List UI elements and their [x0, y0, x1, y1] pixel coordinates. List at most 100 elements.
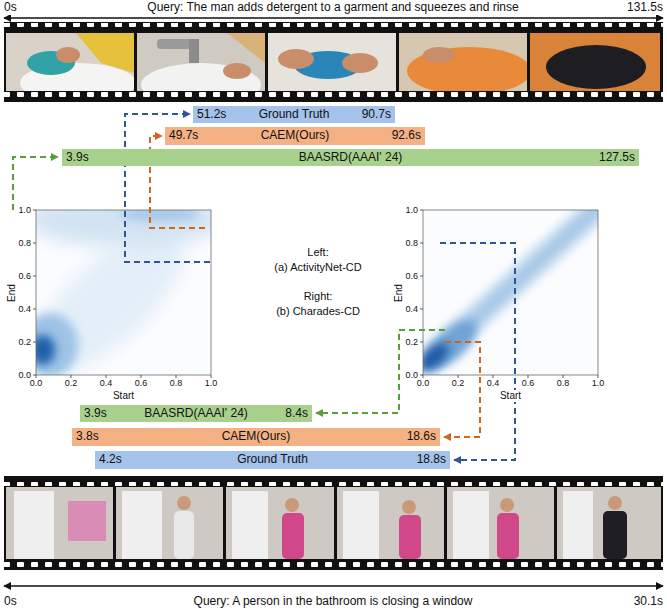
axis-ticks — [33, 210, 211, 378]
density-peak — [36, 335, 55, 365]
video-frame — [530, 33, 660, 91]
time-value: 90.7s — [362, 108, 391, 121]
time-axis — [4, 17, 663, 18]
frame-bg — [116, 487, 223, 559]
tick-label: 0.0 — [416, 378, 431, 388]
video-frame — [137, 33, 265, 107]
shelf — [68, 501, 106, 541]
tick-label: 1.0 — [204, 378, 219, 388]
result-bar: 49.7s CAEM(Ours) 92.6s — [165, 127, 425, 145]
tick-label: 0.4 — [404, 304, 419, 314]
time-value: 18.8s — [417, 453, 446, 466]
panel-caption: Right: — [303, 290, 334, 303]
density-heatmap — [423, 210, 598, 375]
video-frame — [6, 33, 136, 103]
sprocket-row — [4, 560, 663, 569]
video-frame — [337, 487, 444, 559]
time-value: 92.6s — [392, 129, 421, 142]
plot-frame — [36, 210, 211, 375]
door — [453, 491, 489, 559]
dashed-leader — [444, 342, 480, 437]
door — [14, 491, 54, 559]
tick-label: 0.2 — [17, 337, 32, 347]
method-name: BAASRD(AAAI' 24) — [293, 151, 409, 164]
garment — [546, 45, 646, 89]
towel — [407, 47, 531, 95]
plot-frame — [423, 210, 598, 375]
time-axis — [4, 585, 663, 586]
tick-label: 0.0 — [29, 378, 44, 388]
video-frame — [399, 33, 531, 95]
tick-label: 0.6 — [17, 271, 32, 281]
tick-label: 0.6 — [521, 378, 536, 388]
tick-label: 0.8 — [17, 238, 32, 248]
door — [232, 491, 268, 559]
time-label: 0s — [3, 1, 18, 15]
person-body — [603, 511, 627, 559]
method-name: Ground Truth — [231, 453, 314, 466]
query-text: Query: A person in the bathroom is closi… — [193, 595, 474, 609]
person-head — [177, 496, 191, 510]
frame-bg — [6, 487, 113, 559]
hand — [223, 63, 251, 79]
person-head — [500, 498, 514, 512]
sprocket-row — [4, 477, 663, 486]
door — [343, 491, 379, 559]
frame-bg — [557, 487, 661, 559]
sink — [141, 63, 261, 107]
tick-label: 0.2 — [404, 337, 419, 347]
video-frame — [557, 487, 661, 559]
axis-title: End — [6, 283, 18, 303]
tick-label: 0.8 — [556, 378, 571, 388]
time-value: 49.7s — [169, 129, 198, 142]
time-value: 8.4s — [285, 407, 308, 420]
frame-bg — [530, 33, 660, 91]
density-blob — [36, 313, 78, 375]
density-blob — [120, 210, 200, 222]
time-value: 18.6s — [407, 430, 436, 443]
sprocket-row — [4, 23, 663, 32]
person-body — [399, 515, 421, 559]
tick-label: 0.8 — [404, 238, 419, 248]
time-value: 3.9s — [84, 407, 107, 420]
result-bar: 3.9sBAASRD(AAAI' 24)127.5s — [62, 149, 639, 166]
panel-caption: (a) ActivityNet-CD — [273, 261, 362, 274]
tick-label: 1.0 — [17, 205, 32, 215]
method-name: BAASRD(AAAI' 24) — [138, 407, 254, 420]
time-value: 4.2s — [99, 453, 122, 466]
axis-ticks — [420, 210, 598, 378]
dashed-leader — [316, 330, 445, 413]
axis-title: Start — [112, 390, 135, 402]
sprocket-row — [4, 92, 663, 101]
method-name: CAEM(Ours) — [255, 129, 336, 142]
tick-label: 0.2 — [64, 378, 79, 388]
result-bar: 3.8sCAEM(Ours)18.6s — [72, 428, 440, 446]
hand — [278, 49, 314, 69]
video-frame — [447, 487, 554, 559]
video-frame — [226, 487, 334, 559]
film-base — [4, 476, 663, 570]
time-value: 127.5s — [599, 151, 635, 164]
tick-label: 0.4 — [99, 378, 114, 388]
panel-caption: (b) Charades-CD — [275, 305, 361, 318]
sleeve — [76, 33, 134, 73]
film-strip — [4, 476, 663, 570]
method-name: Ground Truth — [253, 108, 336, 121]
density-peak — [423, 338, 453, 375]
film-strip — [4, 22, 663, 107]
tick-label: 0.6 — [134, 378, 149, 388]
tick-label: 0.2 — [451, 378, 466, 388]
person-body — [497, 513, 519, 559]
frame-bg — [226, 487, 334, 559]
video-frame — [6, 487, 113, 559]
time-value: 51.2s — [197, 108, 226, 121]
panel-caption: Left: — [306, 246, 329, 259]
frame-bg — [337, 487, 444, 559]
tick-label: 1.0 — [404, 205, 419, 215]
person-head — [608, 496, 622, 510]
time-label: 0s — [3, 595, 18, 609]
person-head — [402, 500, 416, 514]
method-name: CAEM(Ours) — [216, 430, 297, 443]
person-body — [282, 513, 304, 559]
dashed-leader — [440, 243, 515, 460]
